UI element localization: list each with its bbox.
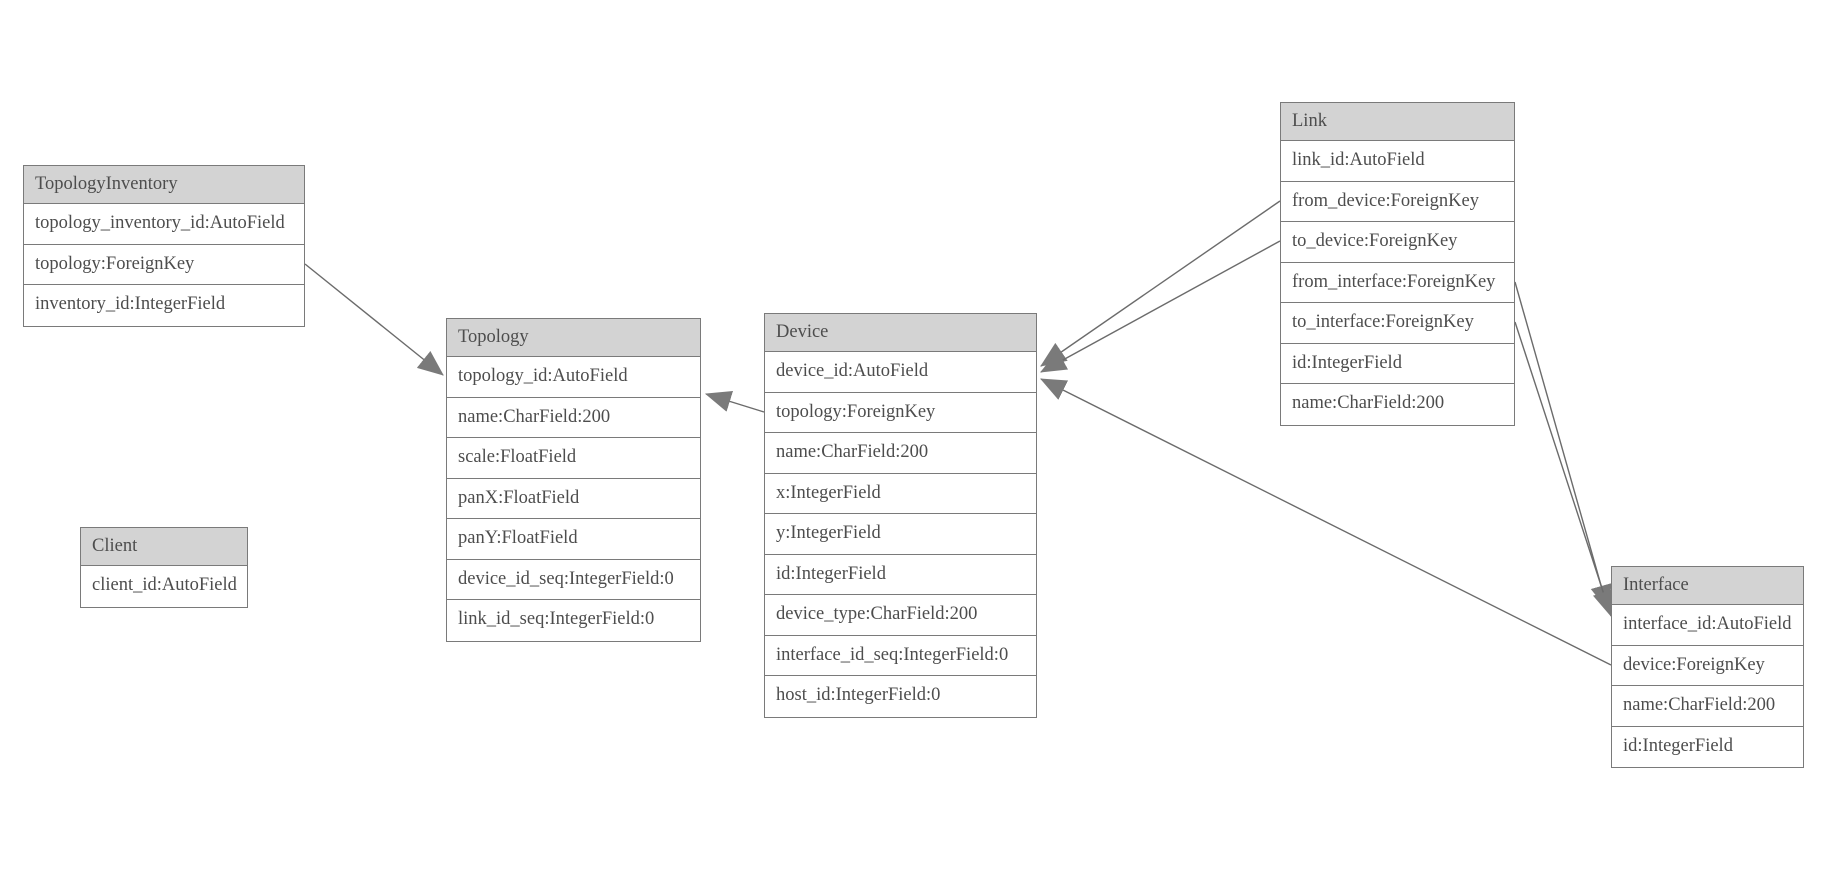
entity-field: scale:FloatField <box>447 438 700 479</box>
entity-field: inventory_id:IntegerField <box>24 285 304 326</box>
entity-field: client_id:AutoField <box>81 566 247 607</box>
entity-field: topology_id:AutoField <box>447 357 700 398</box>
relationship-line <box>1514 321 1614 618</box>
entity-field: host_id:IntegerField:0 <box>765 676 1036 717</box>
entity-field: topology:ForeignKey <box>24 244 304 285</box>
entity-title: Interface <box>1612 567 1803 605</box>
entity-field: from_interface:ForeignKey <box>1281 262 1514 303</box>
entity-field: interface_id_seq:IntegerField:0 <box>765 635 1036 676</box>
entity-title: Topology <box>447 319 700 357</box>
entity-field: topology:ForeignKey <box>765 392 1036 433</box>
entity-title: Link <box>1281 103 1514 141</box>
entity-field: id:IntegerField <box>1281 343 1514 384</box>
entity-field: name:CharField:200 <box>765 433 1036 474</box>
relationship-line <box>1514 281 1612 612</box>
relationship-line <box>1040 378 1612 666</box>
entity-title: TopologyInventory <box>24 166 304 204</box>
entity-field: name:CharField:200 <box>1612 686 1803 727</box>
entity-field: id:IntegerField <box>765 554 1036 595</box>
entity-field: panY:FloatField <box>447 519 700 560</box>
entity-title: Client <box>81 528 247 566</box>
entity-field: from_device:ForeignKey <box>1281 181 1514 222</box>
entity-field: to_interface:ForeignKey <box>1281 303 1514 344</box>
entity-field: panX:FloatField <box>447 478 700 519</box>
entity-field: name:CharField:200 <box>447 397 700 438</box>
entity-field: device_id:AutoField <box>765 352 1036 393</box>
entity-title: Device <box>765 314 1036 352</box>
entity-field: topology_inventory_id:AutoField <box>24 204 304 245</box>
entity-field: device_id_seq:IntegerField:0 <box>447 559 700 600</box>
entity-field: to_device:ForeignKey <box>1281 222 1514 263</box>
entity-field: name:CharField:200 <box>1281 384 1514 425</box>
entity-field: id:IntegerField <box>1612 726 1803 767</box>
relationship-line <box>304 263 444 376</box>
relationship-line <box>1040 240 1281 373</box>
entity-field: device:ForeignKey <box>1612 645 1803 686</box>
entity-field: device_type:CharField:200 <box>765 595 1036 636</box>
relationship-line <box>1040 200 1281 367</box>
entity-field: y:IntegerField <box>765 514 1036 555</box>
relationship-line <box>704 391 765 413</box>
entity-field: link_id_seq:IntegerField:0 <box>447 600 700 641</box>
entity-field: interface_id:AutoField <box>1612 605 1803 646</box>
entity-field: x:IntegerField <box>765 473 1036 514</box>
entity-field: link_id:AutoField <box>1281 141 1514 182</box>
